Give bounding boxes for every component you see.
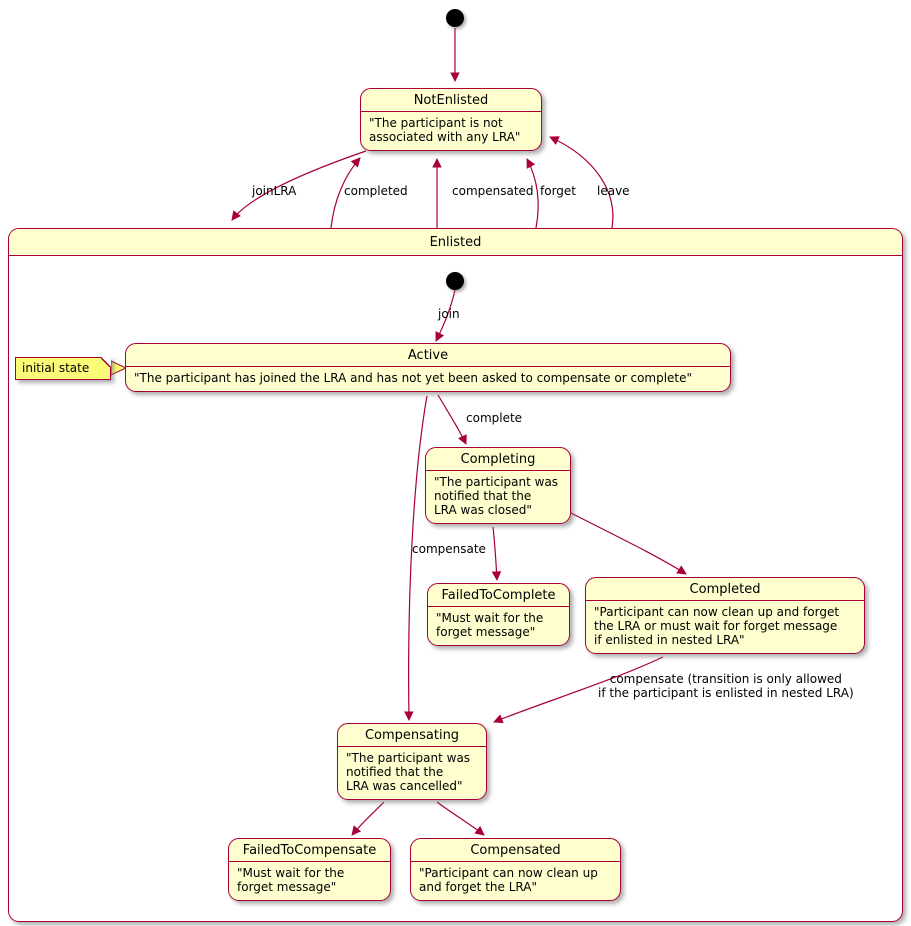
state-failedtocompensate-description: "Must wait for the forget message" — [237, 866, 345, 895]
state-completing-description: "The participant was notified that the L… — [434, 475, 559, 518]
state-active-title: Active — [407, 348, 449, 363]
state-failedtocomplete-title: FailedToComplete — [441, 588, 556, 603]
state-failedtocompensate-title: FailedToCompensate — [242, 843, 377, 858]
transition-label-join: join — [438, 307, 460, 321]
state-failedtocomplete-description: "Must wait for the forget message" — [436, 611, 544, 640]
state-compensating: Compensating "The participant was notifi… — [337, 723, 487, 801]
state-notenlisted: NotEnlisted "The participant is not asso… — [360, 88, 542, 152]
state-completed-description: "Participant can now clean up and forget… — [594, 605, 840, 648]
state-divider — [338, 746, 486, 747]
state-active: Active "The participant has joined the L… — [125, 343, 731, 393]
transition-label-compensated: compensated — [452, 184, 534, 198]
state-compensated-title: Compensated — [470, 843, 561, 858]
state-completing-title: Completing — [460, 452, 536, 467]
state-compensated: Compensated "Participant can now clean u… — [410, 838, 621, 902]
transition-label-forget: forget — [540, 184, 576, 198]
transition-label-completed: completed — [344, 184, 408, 198]
state-divider — [426, 470, 570, 471]
state-divider — [586, 600, 864, 601]
note-initial-state: initial state — [15, 357, 111, 380]
state-compensating-title: Compensating — [364, 728, 460, 743]
state-enlisted: Enlisted — [8, 228, 903, 922]
transition-label-joinlra: joinLRA — [252, 184, 297, 198]
state-enlisted-title: Enlisted — [9, 229, 902, 256]
edge-leave — [549, 136, 614, 229]
transition-label-compensate: compensate — [412, 542, 486, 556]
state-completed-title: Completed — [689, 582, 761, 597]
enlisted-initial-state-dot — [446, 272, 464, 290]
state-divider — [361, 111, 541, 112]
state-notenlisted-title: NotEnlisted — [413, 93, 489, 108]
state-active-description: "The participant has joined the LRA and … — [134, 371, 693, 385]
state-completing: Completing "The participant was notified… — [425, 447, 571, 525]
state-failedtocomplete: FailedToComplete "Must wait for the forg… — [427, 583, 570, 647]
state-divider — [229, 861, 390, 862]
state-compensating-description: "The participant was notified that the L… — [346, 751, 471, 794]
state-divider — [126, 366, 730, 367]
initial-state-dot — [446, 9, 464, 27]
state-divider — [428, 606, 569, 607]
state-divider — [411, 861, 620, 862]
transition-label-compensate-nested: compensate (transition is only allowed i… — [598, 672, 854, 701]
transition-label-complete: complete — [466, 411, 523, 425]
state-notenlisted-description: "The participant is not associated with … — [369, 116, 521, 145]
state-completed: Completed "Participant can now clean up … — [585, 577, 865, 655]
state-compensated-description: "Participant can now clean up and forget… — [419, 866, 598, 895]
state-failedtocompensate: FailedToCompensate "Must wait for the fo… — [228, 838, 391, 902]
transition-label-leave: leave — [597, 184, 630, 198]
